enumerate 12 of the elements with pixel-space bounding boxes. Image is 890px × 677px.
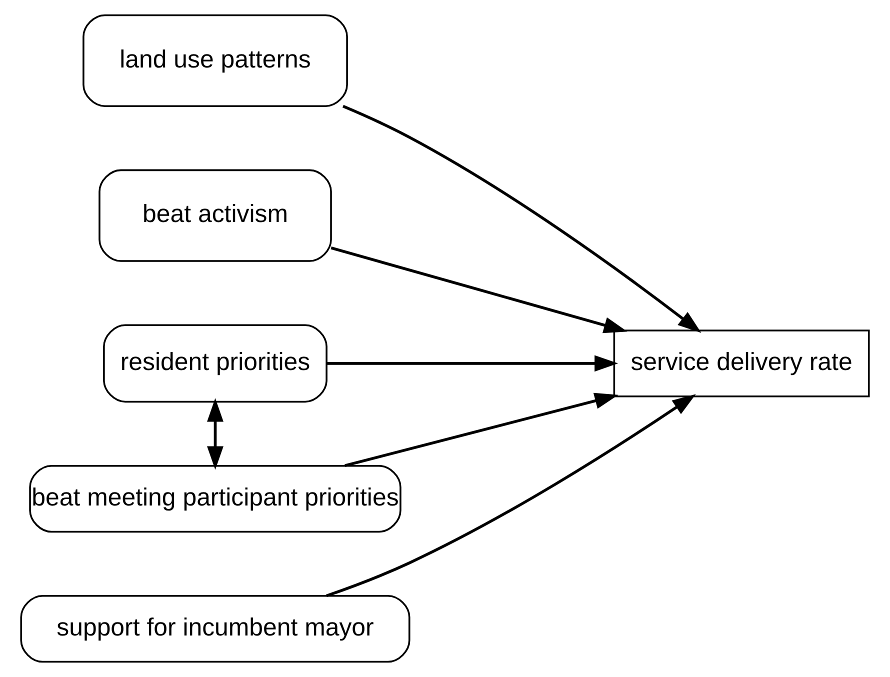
arrow bbox=[207, 398, 224, 470]
node-box: resident priorities bbox=[103, 324, 328, 403]
node-box: land use patterns bbox=[82, 14, 348, 107]
arrow bbox=[344, 392, 618, 468]
arrow bbox=[342, 104, 702, 333]
node-box: service delivery rate bbox=[613, 330, 870, 398]
node-box: beat meeting participant priorities bbox=[29, 464, 402, 533]
arrow bbox=[326, 355, 618, 372]
arrow bbox=[330, 246, 628, 334]
node-box: beat activism bbox=[98, 169, 332, 262]
node-box: support for incumbent mayor bbox=[20, 594, 410, 663]
arrow bbox=[326, 394, 696, 598]
